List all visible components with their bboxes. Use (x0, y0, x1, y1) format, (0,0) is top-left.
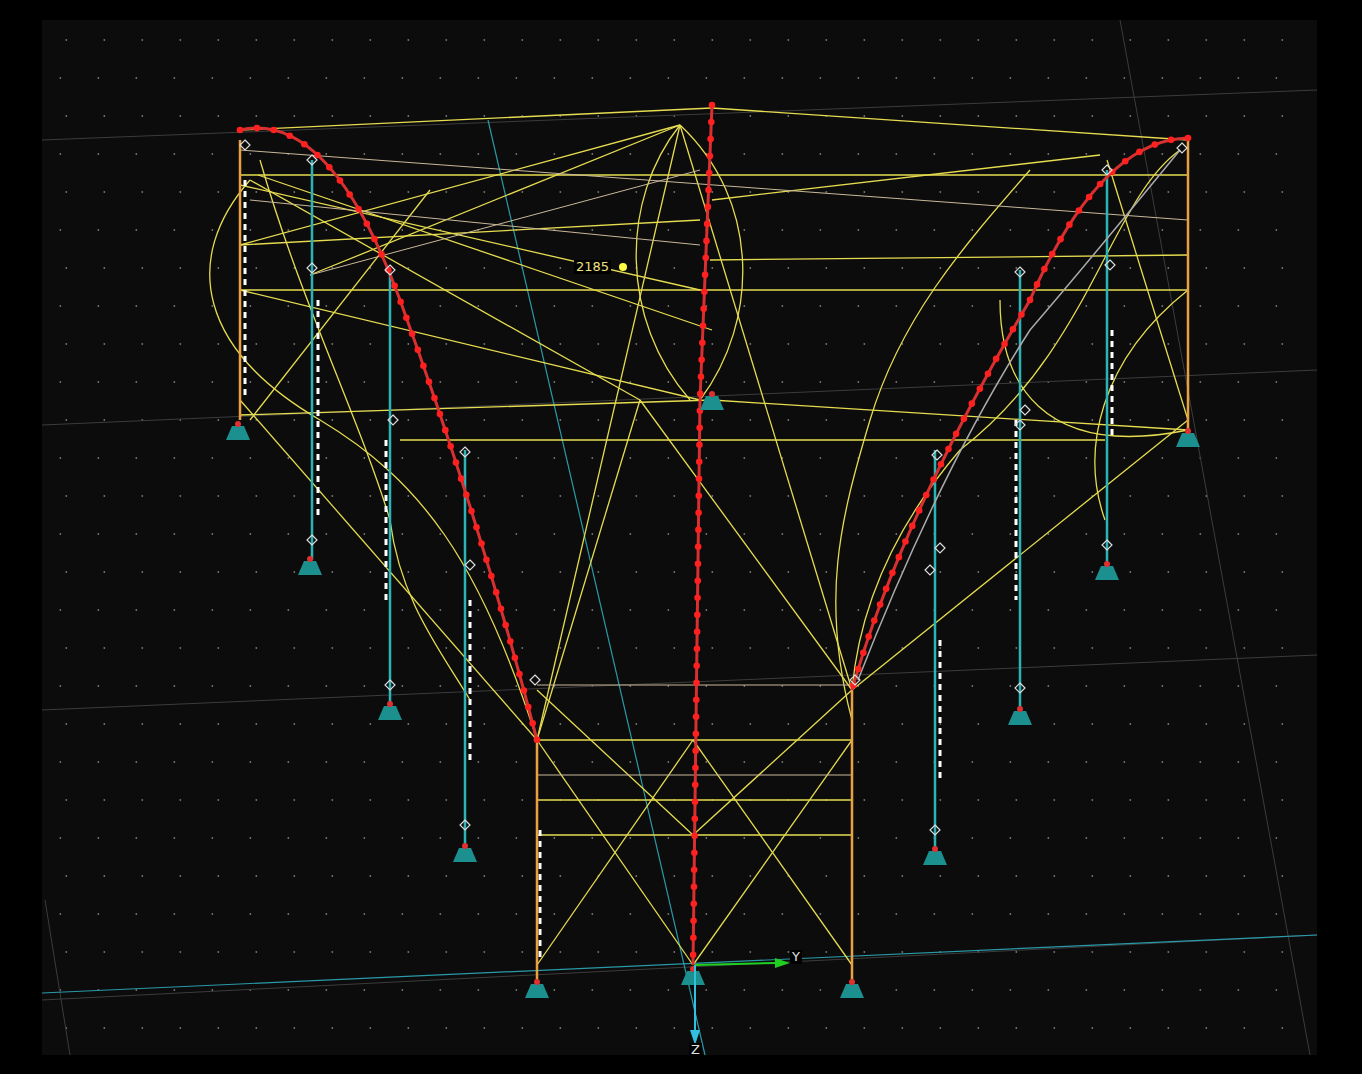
axis-label: Z (689, 1043, 702, 1057)
hanger-columns (312, 160, 1107, 852)
axis-label: Y (790, 950, 802, 964)
columns (240, 140, 1188, 985)
joint-number: 2185 (574, 260, 611, 274)
grid-lines (42, 20, 1317, 1055)
arch-members (240, 105, 1188, 965)
